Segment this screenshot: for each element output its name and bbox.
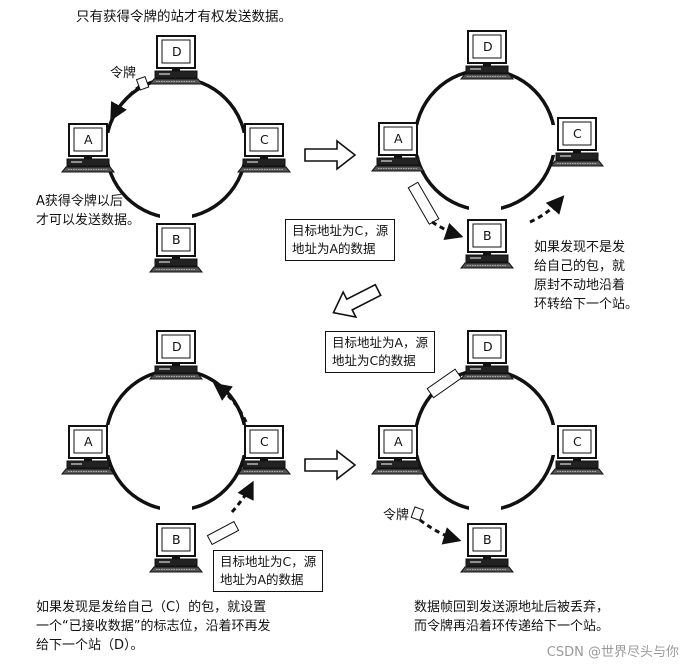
token-icon <box>410 506 425 521</box>
token-path <box>110 84 141 122</box>
arrow-right-bottom <box>304 450 356 480</box>
forward-path <box>213 382 248 423</box>
panel1-note: A获得令牌以后 才可以发送数据。 <box>36 194 141 228</box>
token-path <box>419 518 462 545</box>
ring <box>413 68 557 212</box>
station-label-d: D <box>172 339 182 354</box>
token-icon <box>135 75 150 91</box>
station-label-a: A <box>394 434 403 449</box>
diagram-title: 只有获得令牌的站才有权发送数据。 <box>76 9 292 25</box>
panel3-note: 如果发现是发给自己（C）的包，就设置 一个“已接收数据”的标志位，沿着环再发 给… <box>36 600 271 653</box>
station-label-d: D <box>172 44 182 59</box>
panel2-callout: 目标地址为C，源 地址为A的数据 <box>285 219 396 261</box>
station-label-d: D <box>483 39 493 54</box>
token-label: 令牌 <box>383 508 410 523</box>
panel-2 <box>371 30 604 269</box>
frame-path <box>431 220 464 240</box>
frame-path <box>230 480 254 513</box>
data-frame <box>206 520 240 546</box>
panel2-note: 如果发现不是发 给自己的包，就 原封不动地沿着 环转给下一个站。 <box>534 240 639 312</box>
station-label-b: B <box>483 228 492 243</box>
station-label-d: D <box>483 339 493 354</box>
station-label-a: A <box>84 434 93 449</box>
arrow-right-top <box>304 140 356 170</box>
station-label-b: B <box>483 532 492 547</box>
station-label-a: A <box>394 131 403 146</box>
station-label-c: C <box>260 132 269 147</box>
station-label-c: C <box>573 434 582 449</box>
panel-3 <box>61 330 291 573</box>
station-label-a: A <box>84 132 93 147</box>
panel-4 <box>371 330 604 573</box>
panel4-callout: 目标地址为A，源 地址为C的数据 <box>325 331 436 373</box>
token-label: 令牌 <box>110 66 137 81</box>
station-label-c: C <box>260 434 269 449</box>
panel3-callout: 目标地址为C，源 地址为A的数据 <box>213 550 324 592</box>
panel-1 <box>61 35 291 273</box>
panel4-note: 数据帧回到发送源地址后被丢弃， 而令牌再沿着环传递给下一个站。 <box>414 600 610 634</box>
arrow-down-left <box>326 276 386 326</box>
station-label-b: B <box>172 532 181 547</box>
data-frame <box>426 368 463 399</box>
data-frame <box>407 181 440 225</box>
watermark: CSDN @世界尽头与你 <box>546 645 679 660</box>
station-label-c: C <box>573 126 582 141</box>
forward-path <box>529 195 565 224</box>
station-label-b: B <box>172 232 181 247</box>
